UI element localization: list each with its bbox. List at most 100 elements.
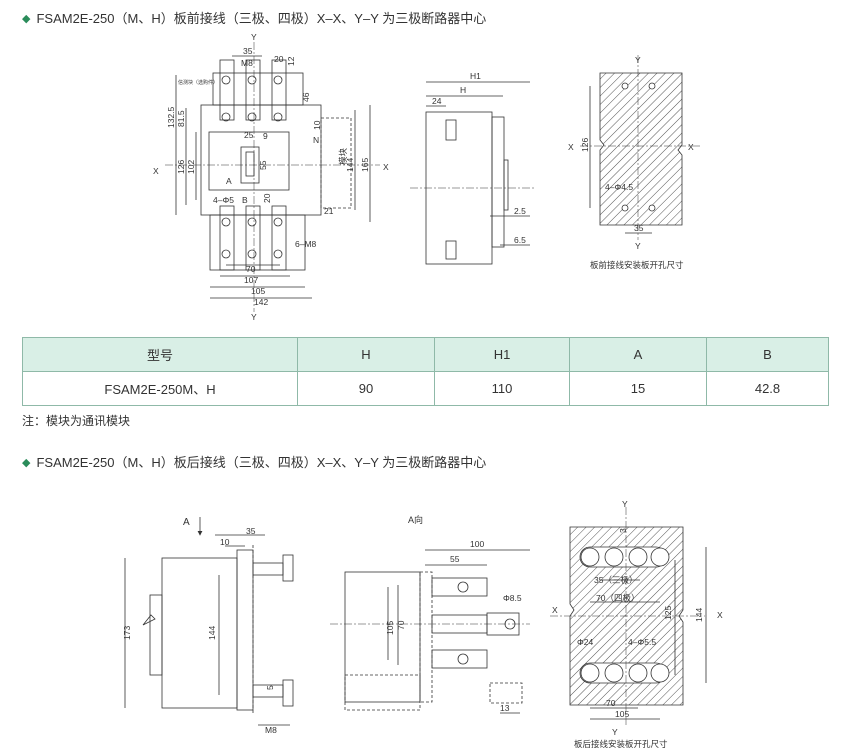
dim-4phi5: 4–Φ5 — [213, 195, 234, 205]
a-70: 70 — [396, 620, 406, 630]
dim-107: 107 — [244, 275, 258, 285]
rear-cutout-144: 144 — [694, 608, 704, 622]
dim-81-5: 81.5 — [176, 110, 186, 127]
side-h1: H1 — [470, 71, 481, 81]
a-105: 105 — [385, 621, 395, 635]
dim-25: 25 — [244, 130, 254, 140]
panel-cutout-rear — [550, 507, 707, 725]
dim-10: 10 — [312, 120, 322, 130]
diamond-bullet-icon: ◆ — [22, 457, 31, 469]
header-h1: H1 — [434, 337, 570, 372]
rear-5: 5 — [265, 685, 275, 690]
header-model: 型号 — [22, 337, 298, 372]
a-phi8-5: Φ8.5 — [503, 593, 522, 603]
dim-21: 21 — [324, 206, 334, 216]
dim-m8: M8 — [241, 58, 253, 68]
side-h: H — [460, 85, 466, 95]
cell-h1: 110 — [434, 371, 570, 406]
dim-20b: 20 — [262, 193, 272, 203]
dim-n: N — [313, 135, 319, 145]
section2-heading: ◆ FSAM2E-250（M、H）板后接线（三极、四极）X–X、Y–Y 为三极断路… — [22, 452, 486, 471]
cell-model: FSAM2E-250M、H — [22, 371, 298, 406]
spec-table: 型号 H H1 A B FSAM2E-250M、H 90 110 15 42.8 — [22, 337, 829, 406]
rear-144: 144 — [207, 626, 217, 640]
dim-55: 55 — [258, 160, 268, 170]
rear-m8: M8 — [265, 725, 277, 735]
cutout-y-bottom: Y — [635, 241, 641, 251]
section2-heading-text: FSAM2E-250（M、H）板后接线（三极、四极）X–X、Y–Y 为三极断路器… — [36, 455, 487, 470]
front-y-top: Y — [251, 32, 257, 42]
table-note: 注：模块为通讯模块 — [22, 414, 131, 428]
cutout-x-left: X — [568, 142, 574, 152]
side-view-labels: H1 H 24 2.5 6.5 — [432, 71, 526, 245]
rear-173: 173 — [122, 626, 132, 640]
cutout-4phi4-5: 4–Φ4.5 — [605, 182, 633, 192]
front-x-right: X — [383, 162, 389, 172]
side-6-5: 6.5 — [514, 235, 526, 245]
rear-arrow-a: A — [183, 517, 190, 528]
rear-cutout-y-bottom: Y — [612, 727, 618, 737]
dim-20: 20 — [274, 54, 284, 64]
rear-cutout-caption: 板后接线安装板开孔尺寸 — [574, 739, 668, 749]
rear-cutout-105: 105 — [615, 709, 629, 719]
rear-side-view — [124, 517, 294, 726]
rear-10: 10 — [220, 537, 230, 547]
module-label: 模块 — [338, 147, 348, 165]
side-2-5: 2.5 — [514, 206, 526, 216]
dim-b: B — [242, 195, 248, 205]
cutout-caption: 板前接线安装板开孔尺寸 — [590, 260, 684, 270]
a-100: 100 — [470, 539, 484, 549]
section1-drawings: Y Y X X 35 M8 20 12 46 132.5 81.5 126 10… — [153, 32, 700, 322]
panel-cutout-rear-labels: Y Y X X 3 35（三极） 70（四极） 144 125 Φ24 4–Φ5… — [552, 499, 723, 749]
a-13: 13 — [500, 703, 510, 713]
module-callout: 信测块（选购件） — [178, 79, 218, 86]
side-view — [410, 81, 535, 265]
rear-cutout-3: 3 — [618, 528, 628, 533]
front-x-left: X — [153, 166, 159, 176]
rear-cutout-125: 125 — [663, 606, 673, 620]
table-header-row: 型号 H H1 A B — [22, 337, 829, 372]
a-direction-view — [330, 549, 530, 714]
section2-drawings: A 35 10 173 144 5 M8 A向 100 55 Φ8.5 105 … — [122, 499, 723, 749]
dim-132-5: 132.5 — [166, 106, 176, 128]
diamond-bullet-icon: ◆ — [22, 13, 31, 25]
front-view-labels: Y Y X X 35 M8 20 12 46 132.5 81.5 126 10… — [153, 32, 389, 322]
rear-cutout-x-left: X — [552, 605, 558, 615]
dim-12: 12 — [286, 56, 296, 66]
front-view — [165, 42, 380, 312]
rear-cutout-35: 35（三极） — [594, 575, 637, 585]
dim-70: 70 — [246, 264, 256, 274]
dim-105: 105 — [251, 286, 265, 296]
dim-144: 144 — [345, 158, 355, 172]
dim-46: 46 — [301, 92, 311, 102]
header-b: B — [706, 337, 829, 372]
panel-cutout-front — [580, 55, 700, 240]
rear-cutout-70b: 70 — [606, 698, 616, 708]
dim-126: 126 — [176, 160, 186, 174]
rear-cutout-70: 70（四极） — [596, 593, 639, 603]
dim-165: 165 — [360, 158, 370, 172]
panel-cutout-front-labels: Y Y X X 126 4–Φ4.5 35 板前接线安装板开孔尺寸 — [568, 55, 694, 270]
rear-35: 35 — [246, 526, 256, 536]
header-a: A — [569, 337, 707, 372]
a-view-labels: A向 100 55 Φ8.5 105 70 13 — [385, 514, 522, 713]
rear-cutout-phi24: Φ24 — [577, 637, 594, 647]
front-y-bottom: Y — [251, 312, 257, 322]
cell-h: 90 — [297, 371, 435, 406]
rear-side-labels: A 35 10 173 144 5 M8 — [122, 517, 277, 735]
rear-cutout-x-right: X — [717, 610, 723, 620]
cutout-35: 35 — [634, 223, 644, 233]
cell-a: 15 — [569, 371, 707, 406]
dim-142: 142 — [254, 297, 268, 307]
a-view-label: A向 — [408, 514, 423, 525]
cutout-x-right: X — [688, 142, 694, 152]
section1-heading-text: FSAM2E-250（M、H）板前接线（三极、四极）X–X、Y–Y 为三极断路器… — [36, 11, 487, 26]
dim-9: 9 — [263, 131, 268, 141]
header-h: H — [297, 337, 435, 372]
rear-cutout-4phi5-5: 4–Φ5.5 — [628, 637, 656, 647]
cutout-y-top: Y — [635, 55, 641, 65]
cell-b: 42.8 — [706, 371, 829, 406]
section1-heading: ◆ FSAM2E-250（M、H）板前接线（三极、四极）X–X、Y–Y 为三极断路… — [22, 8, 486, 27]
dim-102: 102 — [186, 160, 196, 174]
a-55: 55 — [450, 554, 460, 564]
